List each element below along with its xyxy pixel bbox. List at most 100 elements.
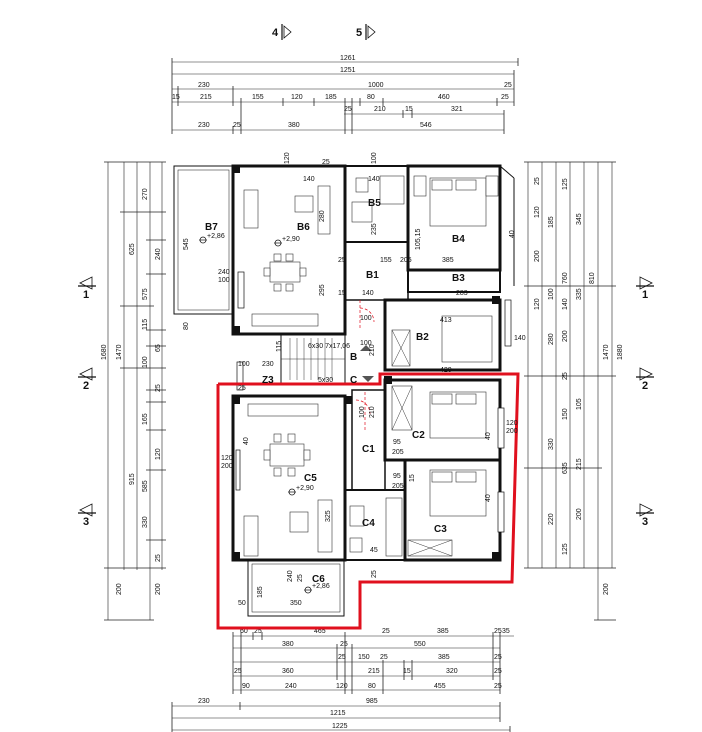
dim-label: 635: [562, 462, 569, 474]
dim-label: 25: [233, 122, 241, 129]
dim-label: 80: [368, 683, 376, 690]
dim-label: 60: [240, 628, 248, 635]
dim-label: 215: [368, 668, 380, 675]
dim-label: 120: [284, 152, 291, 164]
dim-label: 25: [338, 257, 346, 264]
dim-label: 185: [548, 216, 555, 228]
level-c5: +2,90: [296, 485, 314, 492]
dim-label: 25: [297, 574, 304, 582]
dim-label: 140: [514, 335, 526, 342]
left-dimensions: [104, 161, 166, 621]
dim-label: 200: [534, 250, 541, 262]
dim-label: 140: [303, 176, 315, 183]
section-label-1: 1: [83, 289, 89, 301]
level-b7: +2,86: [207, 233, 225, 240]
dim-label: 25: [234, 668, 242, 675]
section-label-1-right: 1: [642, 289, 648, 301]
dim-label: 385: [442, 257, 454, 264]
dim-label: 155: [252, 94, 264, 101]
section-label-4: 4: [272, 27, 279, 39]
dim-label: 35: [502, 628, 510, 635]
bottom-dim-labels: 60 25 465 25 385 25 35 380 25 550 25 150…: [198, 628, 510, 730]
dim-label: 100: [360, 315, 372, 322]
dim-label: 575: [142, 288, 149, 300]
room-label-b5: B5: [368, 198, 381, 209]
dim-label: 625: [129, 243, 136, 255]
dim-label: 105,15: [415, 228, 422, 250]
dim-label: 165: [142, 413, 149, 425]
dim-label: 25: [501, 94, 509, 101]
dim-label: 185: [325, 94, 337, 101]
dim-label: 25: [494, 654, 502, 661]
dim-label: 80: [367, 94, 375, 101]
dim-label: 15: [409, 474, 416, 482]
dim-label: 25: [340, 641, 348, 648]
dim-label: 345: [576, 213, 583, 225]
dim-label: 25: [382, 628, 390, 635]
dim-label: 546: [420, 122, 432, 129]
dim-label: 40: [485, 432, 492, 440]
section-label-5: 5: [356, 27, 362, 39]
dim-label: 1680: [101, 344, 108, 360]
room-label-b6: B6: [297, 222, 310, 233]
dim-label: 25: [534, 177, 541, 185]
right-dim-labels: 1880 1470 760 810 635 200 345 335 185 10…: [534, 177, 624, 595]
dim-label: 120: [155, 448, 162, 460]
dim-label: 1251: [340, 67, 356, 74]
dim-label: 200: [603, 583, 610, 595]
dim-label: 25: [344, 106, 352, 113]
room-label-c2: C2: [412, 430, 425, 441]
dim-label: 25: [504, 82, 512, 89]
section-marker-1-right: 1: [636, 276, 654, 301]
dim-label: 413: [440, 317, 452, 324]
room-label-c4: C4: [362, 518, 375, 529]
room-label-c: C: [350, 375, 357, 386]
dim-label: 460: [438, 94, 450, 101]
dim-label: 65: [155, 344, 162, 352]
dim-label: 15: [172, 94, 180, 101]
dim-label: 235: [371, 223, 378, 235]
dim-label: 25: [371, 570, 378, 578]
dim-label: 40: [243, 437, 250, 445]
dim-label: 1470: [603, 344, 610, 360]
room-label-b1: B1: [366, 270, 379, 281]
dim-label: 120: [221, 455, 233, 462]
stair-note: 6x30 7x17,06: [308, 343, 350, 350]
dim-label: 15: [403, 668, 411, 675]
dim-label: 25: [254, 628, 262, 635]
top-dimensions: [171, 58, 519, 134]
dim-label: 385: [437, 628, 449, 635]
dim-label: 295: [319, 284, 326, 296]
dim-label: 205: [392, 483, 404, 490]
dim-label: 150: [562, 408, 569, 420]
dim-label: 1215: [330, 710, 346, 717]
dim-label: 140: [368, 176, 380, 183]
dim-label: 1880: [617, 344, 624, 360]
dim-label: 120: [506, 420, 518, 427]
dim-label: 205: [392, 449, 404, 456]
room-label-b: B: [350, 352, 357, 363]
furniture: [243, 175, 499, 557]
dim-label: 25: [494, 668, 502, 675]
room-label-c3: C3: [434, 524, 447, 535]
dim-label: 120: [291, 94, 303, 101]
bottom-dimensions: [171, 632, 514, 732]
dim-label: 283: [456, 290, 468, 297]
dim-label: 810: [589, 272, 596, 284]
dim-label: 100: [238, 361, 250, 368]
dim-label: 25: [155, 554, 162, 562]
dim-label: 105: [576, 398, 583, 410]
dim-label: 760: [562, 272, 569, 284]
level-c6: +2,86: [312, 583, 330, 590]
dim-label: 100: [359, 406, 366, 418]
room-labels: B7 B6 B5 B4 B3 B1 B2 B C Z3 C5 C1 C2 C4 …: [205, 198, 465, 585]
dim-label: 50: [238, 600, 246, 607]
dim-label: 25: [494, 683, 502, 690]
dim-label: 465: [314, 628, 326, 635]
dim-label: 360: [282, 668, 294, 675]
room-label-c6: C6: [312, 574, 325, 585]
section-marker-2-right: 2: [636, 367, 654, 392]
dim-label: 335: [576, 288, 583, 300]
section-label-3-right: 3: [642, 516, 648, 528]
dim-label: 280: [548, 333, 555, 345]
